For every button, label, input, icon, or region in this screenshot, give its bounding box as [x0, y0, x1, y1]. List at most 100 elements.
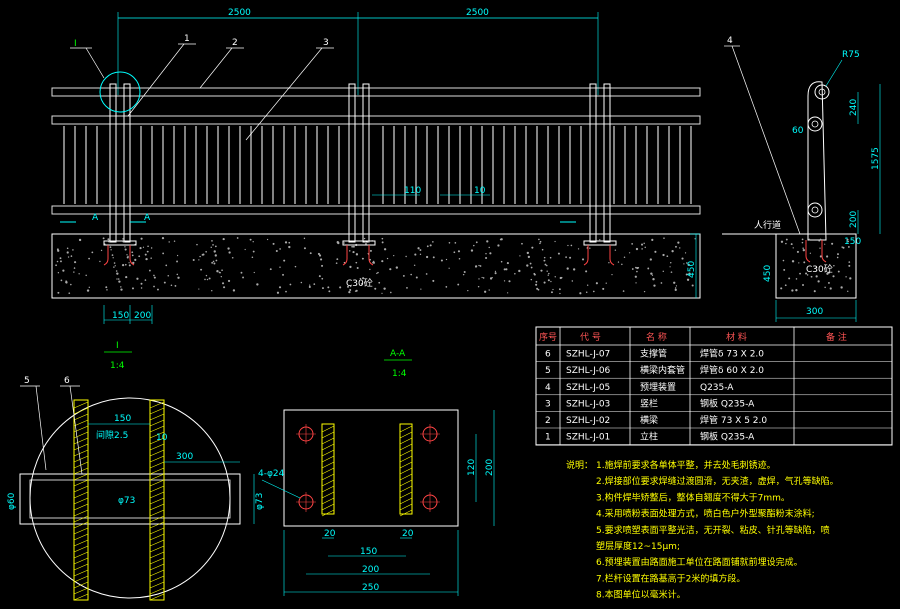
- table-cell: 焊管δ 60 X 2.0: [700, 364, 764, 376]
- table-header-material: 材 料: [726, 331, 747, 343]
- notes-items: 1.施焊前要求各单体平整，并去处毛刺锈迹。 2.焊接部位要求焊缝过渡圆滑，无夹渣，…: [596, 459, 839, 601]
- section-mark-a-left: A: [92, 213, 99, 223]
- dim-2500-right: 2500: [466, 8, 489, 18]
- notes-title: 说明：: [566, 459, 593, 471]
- note-line: 8.本图单位以毫米计。: [596, 589, 686, 601]
- side-d200: 200: [849, 211, 859, 228]
- table-cell: 横梁: [640, 414, 658, 426]
- table-cell: SZHL-J-05: [566, 383, 610, 393]
- note-line: 1.施焊前要求各单体平整，并去处毛刺锈迹。: [596, 459, 776, 471]
- side-d150: 150: [844, 237, 861, 247]
- section-aa-d200: 200: [362, 565, 379, 575]
- detail-d300: 300: [176, 452, 193, 462]
- side-d450: 450: [763, 265, 773, 282]
- note-line: 3.构件焊毕矫整后，整体自翘度不得大于7mm。: [596, 491, 790, 503]
- elevation-view: 2500 2500 I 1 2 3: [51, 8, 701, 371]
- table-cell: 5: [545, 366, 551, 376]
- table-cell: 焊管 73 X 5 2.0: [700, 414, 767, 426]
- section-aa-scale: 1:4: [392, 369, 407, 379]
- note-line: 5.要求喷塑表面平整光洁，无开裂、粘皮、针孔等缺陷，喷: [596, 524, 830, 536]
- table-cell: SZHL-J-06: [566, 366, 611, 376]
- table-cell: 4: [545, 383, 551, 393]
- detail-callout-6: 6: [64, 376, 70, 386]
- table-cell: 2: [545, 416, 551, 426]
- table-cell: 横梁内套管: [640, 364, 685, 376]
- detail-d150: 150: [114, 414, 131, 424]
- table-cell: SZHL-J-02: [566, 416, 610, 426]
- side-view: 4 R75 240 60 1575 200 150 人行道 C30砼 450 3…: [722, 36, 881, 322]
- table-header-name: 名 称: [646, 331, 667, 343]
- side-concrete: C30砼: [806, 263, 833, 275]
- table-cell: 6: [545, 350, 551, 360]
- section-aa-d20-left: 20: [324, 529, 336, 539]
- detail-circle-i: [99, 71, 141, 113]
- detail-i: 5 6 150 间隙2.5 10 300 φ60 φ73 φ73: [7, 376, 265, 601]
- dim-200-bottom: 200: [134, 311, 151, 321]
- dim-10: 10: [474, 186, 486, 196]
- section-aa-hatch: [321, 425, 413, 517]
- section-aa-title: A-A: [390, 349, 406, 359]
- baluster-group: [63, 126, 692, 204]
- note-line: 4.采用喷粉表面处理方式，喷白色户外型聚酯粉末涂料;: [596, 508, 815, 520]
- table-cell: 钢板 Q235-A: [700, 397, 755, 409]
- note-line: 2.焊接部位要求焊缝过渡圆滑，无夹渣，虚焊，气孔等缺陷。: [596, 475, 839, 487]
- side-callout-4: 4: [727, 36, 733, 46]
- callout-3: 3: [323, 38, 329, 48]
- side-concrete-speckles: [780, 238, 852, 293]
- section-aa-d150: 150: [360, 547, 377, 557]
- detail-i-hatch: [73, 401, 165, 601]
- table-cell: Q235-A: [700, 383, 734, 393]
- table-header-remark: 备 注: [826, 331, 847, 343]
- table-cell: 竖栏: [640, 397, 658, 409]
- base-plate: [283, 409, 459, 527]
- detail-phi73-center: φ73: [118, 496, 135, 506]
- side-r75: R75: [842, 50, 860, 60]
- concrete-label: C30砼: [346, 277, 373, 289]
- table-cell: 焊管δ 73 X 2.0: [700, 348, 764, 360]
- table-cell: 预埋装置: [640, 381, 676, 393]
- section-aa-d200v: 200: [485, 459, 495, 476]
- dim-150-bottom: 150: [112, 311, 129, 321]
- note-line: 塑层厚度12~15μm;: [596, 540, 680, 552]
- table-cell: 立柱: [640, 431, 658, 443]
- callout-2: 2: [232, 38, 238, 48]
- table-cell: SZHL-J-07: [566, 350, 610, 360]
- dim-2500-left: 2500: [228, 8, 251, 18]
- detail-callout-5: 5: [24, 376, 30, 386]
- detail-i-label: I: [116, 341, 119, 351]
- detail-phi60: φ60: [7, 492, 17, 510]
- side-d300: 300: [806, 307, 823, 317]
- concrete-foundation: [51, 233, 701, 299]
- section-aa-holes: 4-φ24: [258, 469, 285, 479]
- section-aa: A-A 1:4 4-φ24 20 20 150 200 250 1: [258, 349, 495, 596]
- side-d60: 60: [792, 126, 804, 136]
- table-cell: SZHL-J-01: [566, 433, 610, 443]
- section-aa-d120: 120: [467, 459, 477, 476]
- table-cell: 支撑管: [640, 348, 667, 360]
- dim-450-elevation: 450: [687, 261, 697, 278]
- detail-gap: 间隙2.5: [96, 429, 128, 441]
- table-cell: 钢板 Q235-A: [700, 431, 755, 443]
- table-cell: SZHL-J-03: [566, 399, 610, 409]
- detail-d10: 10: [156, 433, 168, 443]
- table-cell: 3: [545, 399, 551, 409]
- note-line: 7.栏杆设置在路基高于2米的填方段。: [596, 572, 745, 584]
- table-header-code: 代 号: [580, 332, 601, 343]
- side-d1575: 1575: [871, 147, 881, 170]
- section-mark-a-right: A: [144, 213, 151, 223]
- detail-i-scale: 1:4: [110, 361, 125, 371]
- dim-110: 110: [404, 186, 421, 196]
- callout-i: I: [74, 39, 77, 49]
- section-aa-d20-right: 20: [402, 529, 414, 539]
- concrete-speckles: [55, 237, 696, 295]
- side-walkway: 人行道: [754, 219, 781, 231]
- notes: 说明： 1.施焊前要求各单体平整，并去处毛刺锈迹。 2.焊接部位要求焊缝过渡圆滑，…: [566, 459, 839, 601]
- table-rows: 6 SZHL-J-07 支撑管 焊管δ 73 X 2.0 5 SZHL-J-06 横梁内套管…: [545, 348, 767, 443]
- note-line: 6.预埋装置由路面施工单位在路面铺就前埋设完成。: [596, 556, 803, 568]
- callout-1: 1: [184, 34, 190, 44]
- side-d240: 240: [849, 99, 859, 116]
- section-aa-d250: 250: [362, 583, 379, 593]
